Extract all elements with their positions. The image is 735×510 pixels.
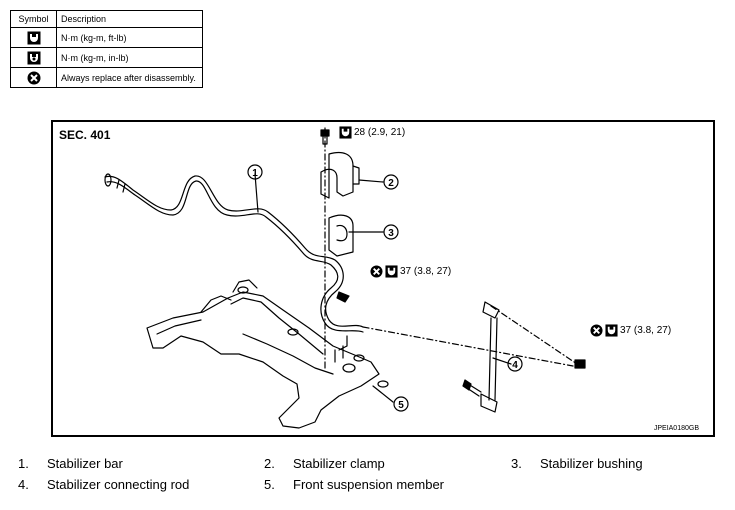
torque-wrench-icon [27,31,40,44]
part-number: 3. [511,456,522,471]
torque-value-clamp-bolt: 28 (2.9, 21) [354,127,406,138]
part-number: 1. [18,456,29,471]
callout-3-label: 3 [388,228,394,239]
part-name: Stabilizer connecting rod [47,477,190,492]
callout-1-label: 1 [252,168,258,179]
torque-spec-clamp-bolt: 28 (2.9, 21) [339,126,405,139]
part-number: 5. [264,477,275,492]
symbol-legend-table: Symbol Description N·m (kg-m, ft-lb) N·m… [10,10,203,88]
torque-wrench-icon [605,324,618,337]
replace-circle-x-icon [370,265,383,278]
torque-spec-upper-nut: 37 (3.8, 27) [370,265,451,278]
legend-header-description: Description [56,10,203,28]
section-label: SEC. 401 [59,128,111,142]
part-name: Stabilizer bushing [540,456,643,471]
connecting-rod-drawing [336,291,586,413]
callout-leaders [254,173,512,403]
legend-header-symbol: Symbol [10,10,57,28]
torque-wrench-icon [339,126,352,139]
stabilizer-bar-drawing [104,173,364,333]
torque-wrench-icon [385,265,398,278]
torque-spec-lower-nut: 37 (3.8, 27) [590,324,671,337]
replace-circle-x-icon [590,324,603,337]
clamp-and-bushing-drawing [320,127,360,371]
callout-5-label: 5 [398,400,404,411]
replace-circle-x-icon [27,71,40,84]
legend-desc-ftlb: N·m (kg-m, ft-lb) [56,27,203,48]
callout-4-label: 4 [512,360,518,371]
callout-3 [383,224,399,240]
torque-wrench-inlb-icon [27,51,40,64]
torque-value-lower-nut: 37 (3.8, 27) [620,325,672,336]
stabilizer-exploded-diagram: 1 2 3 4 5 [104,127,586,429]
callout-5 [393,396,409,412]
torque-value-upper-nut: 37 (3.8, 27) [400,266,452,277]
legend-desc-inlb: N·m (kg-m, in-lb) [56,47,203,68]
legend-desc-replace: Always replace after disassembly. [56,67,203,88]
callout-1 [247,164,263,180]
callout-numbers [247,164,523,412]
callout-2-label: 2 [388,178,394,189]
diagram-frame: 1 2 3 4 5 SEC. 401 28 (2.9, 21) 37 (3.8,… [51,120,715,437]
callout-4 [507,356,523,372]
part-name: Stabilizer clamp [293,456,385,471]
part-name: Stabilizer bar [47,456,123,471]
part-number: 4. [18,477,29,492]
part-name: Front suspension member [293,477,445,492]
front-suspension-member-drawing [146,279,389,429]
image-code: JPEIA0180GB [653,425,699,432]
callout-2 [383,174,399,190]
part-number: 2. [264,456,275,471]
